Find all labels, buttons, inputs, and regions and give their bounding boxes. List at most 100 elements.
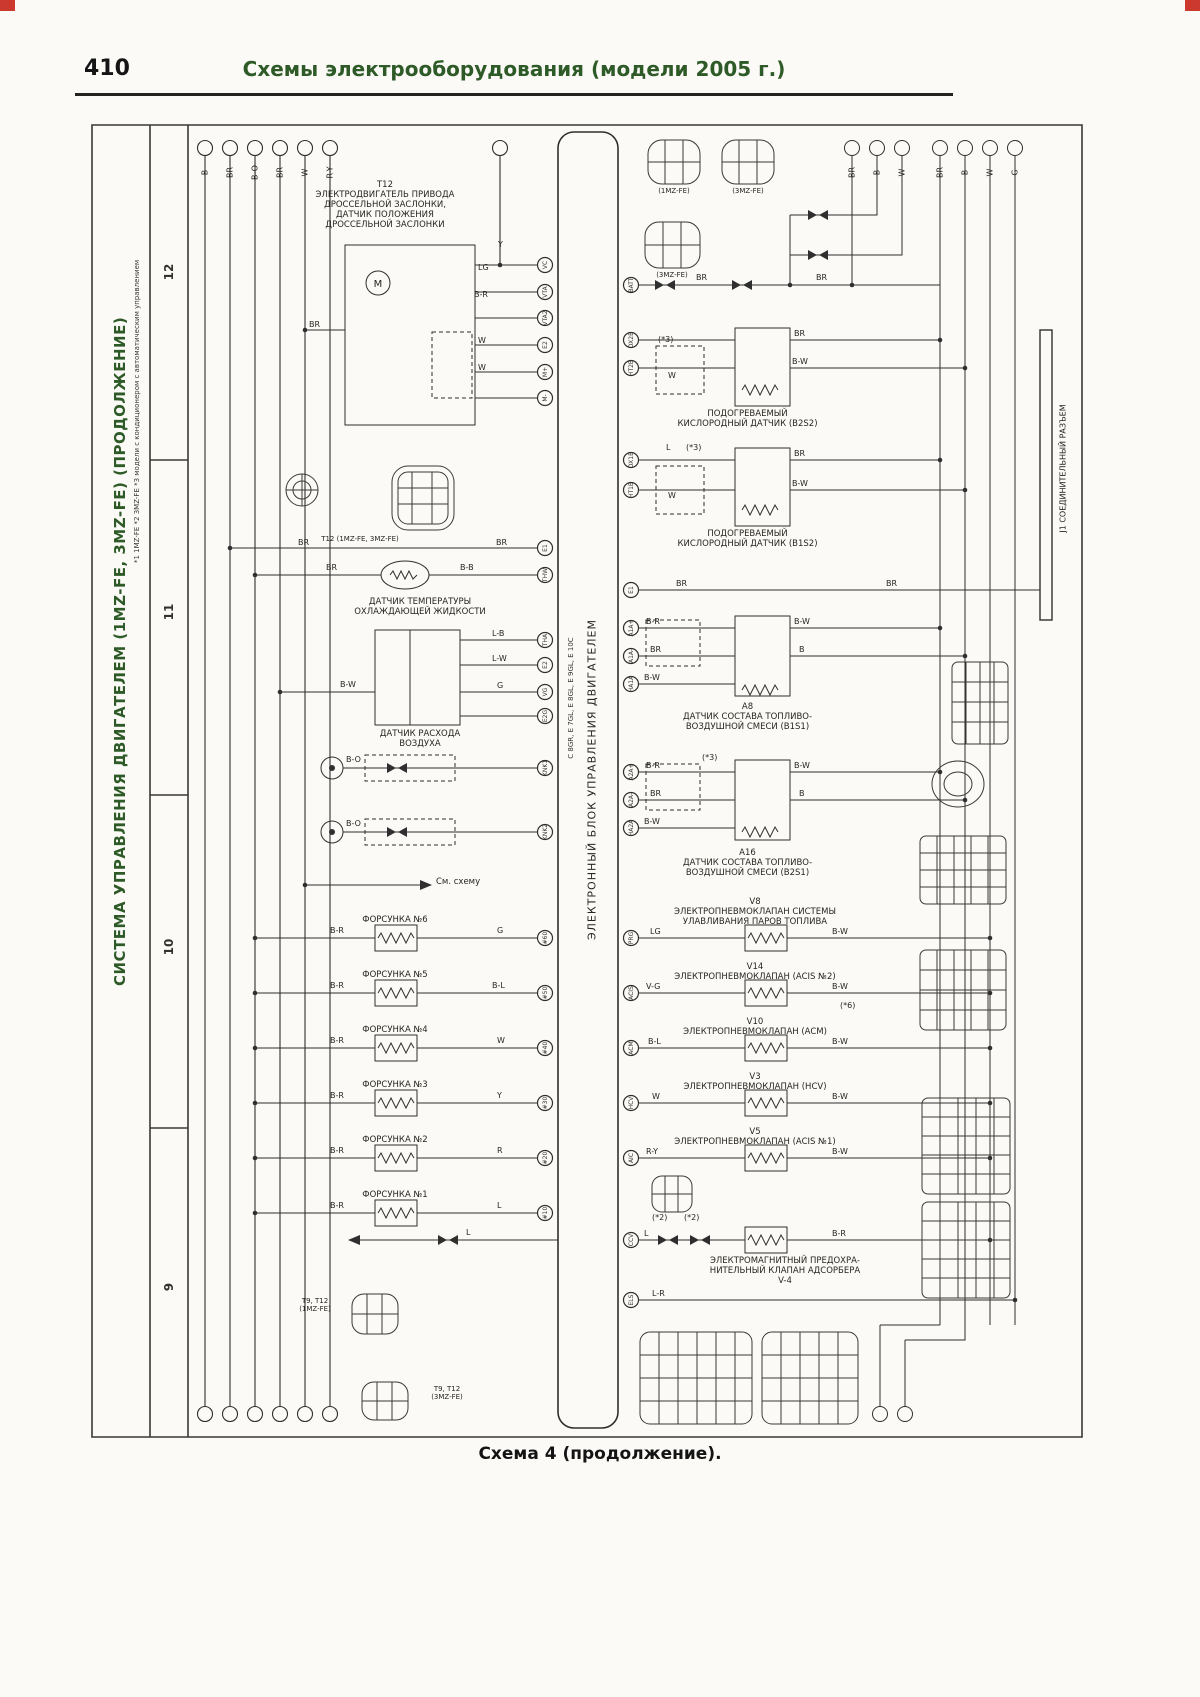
svg-text:ACIS: ACIS <box>628 986 635 1000</box>
bus-wire-color-label: BR <box>847 166 857 179</box>
svg-text:M+: M+ <box>542 367 549 377</box>
bus-wire-color-label: B <box>200 169 210 176</box>
wire-color-label: R <box>497 1146 503 1155</box>
wire-footnote-marker: (*3) <box>658 335 674 344</box>
wire-color-label: G <box>497 926 504 935</box>
wire-color-label: L-R <box>652 1289 665 1298</box>
svg-text:THA: THA <box>542 633 549 647</box>
wire-color-label: BR <box>886 579 898 588</box>
svg-text:VTA2: VTA2 <box>542 310 549 325</box>
wire-color-label: BR <box>794 449 806 458</box>
svg-text:VTA: VTA <box>542 285 549 297</box>
wire-color-label: V-G <box>646 982 661 991</box>
wire-color-label: B-L <box>492 981 505 990</box>
wire-color-label: BR <box>298 538 310 547</box>
wire-footnote-marker: (*2) <box>684 1213 700 1222</box>
bus-wire-color-label: BR <box>935 166 945 179</box>
wire-color-label: B-W <box>794 761 810 770</box>
label-injector-6: ФОРСУНКА №6 <box>362 915 428 925</box>
label-injector-3: ФОРСУНКА №3 <box>362 1080 428 1090</box>
caption-connector-tr1: (1MZ-FE) <box>658 187 690 195</box>
svg-text:OX1B: OX1B <box>628 452 635 468</box>
svg-text:#10: #10 <box>542 1206 549 1219</box>
label-throttle-motor: Т12 ЭЛЕКТРОДВИГАТЕЛЬ ПРИВОДА ДРОССЕЛЬНОЙ… <box>315 180 455 231</box>
svg-text:HA1A: HA1A <box>628 675 635 692</box>
inline-connector-symbols <box>348 210 828 1245</box>
terminal-codes-right: BATT OX2B HT2B OX1B HT1B E1 A1A+ A1A- HA… <box>374 277 635 1305</box>
ecu-label-vertical: ЭЛЕКТРОННЫЙ БЛОК УПРАВЛЕНИЯ ДВИГАТЕЛЕМ <box>585 619 599 941</box>
motor-symbol-letter: M <box>374 279 383 290</box>
wire-color-label: B-W <box>832 982 848 991</box>
caption-connector-tr2: (3MZ-FE) <box>732 187 764 195</box>
svg-text:A1A-: A1A- <box>628 649 635 663</box>
wire-color-label: B-W <box>792 357 808 366</box>
wire-color-label: B-W <box>340 680 356 689</box>
svg-text:THW: THW <box>542 568 549 583</box>
label-coolant-temp-sensor: ДАТЧИК ТЕМПЕРАТУРЫ ОХЛАЖДАЮЩЕЙ ЖИДКОСТИ <box>354 597 486 618</box>
caption-connector-bl1: Т9, Т12 (1MZ-FE) <box>299 1297 331 1314</box>
wire-color-label: B-O <box>346 819 361 828</box>
svg-text:VG: VG <box>542 687 549 696</box>
svg-text:A1A+: A1A+ <box>628 619 635 636</box>
system-title-vertical: СИСТЕМА УПРАВЛЕНИЯ ДВИГАТЕЛЕМ (1MZ-FE, 3… <box>111 316 129 986</box>
wire-color-label: BR <box>696 273 708 282</box>
left-component-wires <box>230 244 558 1241</box>
wire-color-label: B-B <box>460 563 474 572</box>
label-o2-sensor-b2s2: ПОДОГРЕВАЕМЫЙ КИСЛОРОДНЫЙ ДАТЧИК (B2S2) <box>677 409 818 430</box>
bus-wire-color-label: B <box>872 169 882 176</box>
bus-wire-color-label: W <box>300 168 310 177</box>
terminal-codes-left: VC VTA VTA2 E2 M+ M- E1 THW THA E2 VG E2… <box>542 261 549 1219</box>
svg-text:KNK1: KNK1 <box>542 760 549 776</box>
label-hcv-valve: V3 ЭЛЕКТРОПНЕВМОКЛАПАН (HCV) <box>683 1072 827 1093</box>
wire-color-label: W <box>478 336 486 345</box>
svg-text:A2A+: A2A+ <box>628 763 635 780</box>
wire-color-label: B-R <box>646 761 660 770</box>
wire-color-label: B-W <box>832 1037 848 1046</box>
ecu-block <box>557 131 619 1429</box>
svg-text:ACM: ACM <box>628 1041 635 1054</box>
wire-color-label: L-B <box>492 629 505 638</box>
grid-label-11: 11 <box>162 603 176 621</box>
label-see-note: См. схему <box>436 877 481 887</box>
svg-text:M-: M- <box>542 394 549 401</box>
wire-color-label: B-W <box>832 1147 848 1156</box>
registration-mark-left <box>0 0 15 11</box>
page-title: Схемы электрооборудования (модели 2005 г… <box>242 57 786 81</box>
wire-footnote-marker: (*2) <box>652 1213 668 1222</box>
bus-wire-color-label: G <box>1010 169 1020 176</box>
wire-color-label: W <box>668 371 676 380</box>
svg-text:ELS: ELS <box>628 1294 635 1305</box>
left-bus <box>196 139 509 1423</box>
header-rule <box>75 93 953 96</box>
svg-text:#40: #40 <box>542 1041 549 1054</box>
wire-color-label: B-W <box>832 1092 848 1101</box>
label-acis1-valve: V5 ЭЛЕКТРОПНЕВМОКЛАПАН (ACIS №1) <box>674 1127 836 1148</box>
svg-text:HCV: HCV <box>628 1096 635 1110</box>
wire-color-label: B-L <box>648 1037 661 1046</box>
bus-wire-color-label: BR <box>225 166 235 179</box>
wire-color-label: G <box>497 681 504 690</box>
svg-text:#30: #30 <box>542 1096 549 1109</box>
wire-footnote-marker: (*3) <box>702 753 718 762</box>
label-injector-5: ФОРСУНКА №5 <box>362 970 428 980</box>
footnotes-vertical: *1 1MZ-FE *2 3MZ-FE *3 модели с кондицио… <box>133 259 141 563</box>
label-acm-valve: V10 ЭЛЕКТРОПНЕВМОКЛАПАН (ACM) <box>683 1017 827 1038</box>
wire-color-label: L <box>497 1201 502 1210</box>
wire-color-label: BR <box>676 579 688 588</box>
label-adsorber-valve: ЭЛЕКТРОМАГНИТНЫЙ ПРЕДОХРА- НИТЕЛЬНЫЙ КЛА… <box>709 1256 861 1287</box>
label-injector-4: ФОРСУНКА №4 <box>362 1025 428 1035</box>
grid-label-10: 10 <box>162 938 176 956</box>
wire-color-label: B-W <box>792 479 808 488</box>
wire-color-label: B-R <box>832 1229 846 1238</box>
svg-text:BATT: BATT <box>628 277 635 292</box>
svg-text:E1: E1 <box>542 544 549 552</box>
ecu-connector-codes-vertical: C 8GR, E 7GL, E 8GL, E 9GL, E 10C <box>567 637 575 759</box>
right-component-wires <box>639 140 1053 1422</box>
grid-label-9: 9 <box>162 1282 176 1292</box>
wire-color-label: B-R <box>330 1036 344 1045</box>
svg-text:CCV: CCV <box>628 1233 635 1246</box>
bus-wire-color-label: W <box>897 168 907 177</box>
label-injector-2: ФОРСУНКА №2 <box>362 1135 428 1145</box>
bus-wire-color-label: BR <box>275 166 285 179</box>
